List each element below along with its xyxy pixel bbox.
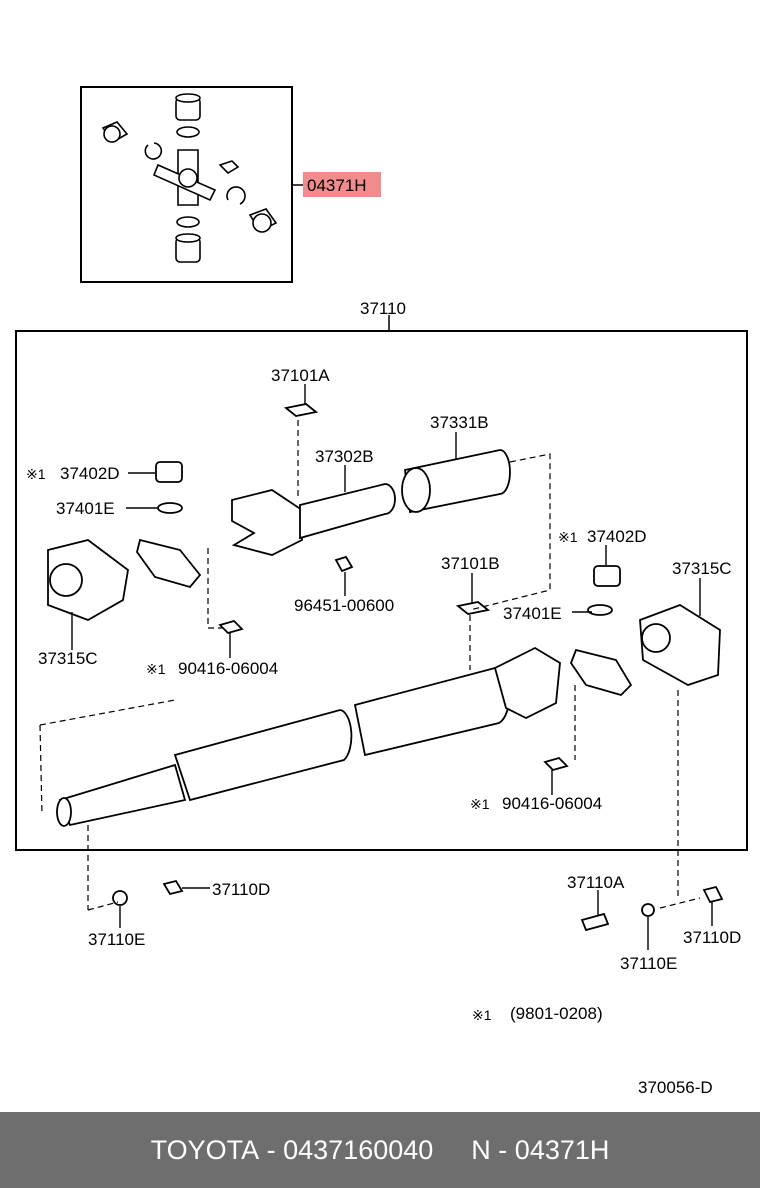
callout-highlight <box>303 172 381 197</box>
footer-bar: TOYOTA - 0437160040 N - 04371H <box>0 1112 760 1188</box>
callout-label[interactable]: 04371H <box>307 176 367 195</box>
footer-part-number: 0437160040 <box>283 1134 434 1165</box>
label-sleeve-yoke: 37331B <box>430 413 489 432</box>
footer-n-prefix: N <box>471 1134 491 1165</box>
label-bolt-left: 90416-06004 <box>178 659 278 678</box>
label-washer-right: 37110E <box>620 954 677 973</box>
label-flange-left: 37315C <box>38 649 98 668</box>
label-flange-right: 37315C <box>672 559 732 578</box>
marker-right-cup: ※1 <box>558 529 578 545</box>
marker-left-cup: ※1 <box>26 466 46 482</box>
marker-right-bolt: ※1 <box>470 796 490 812</box>
label-snap-ring-left: 37401E <box>56 499 115 518</box>
label-nut-right: 37110D <box>683 928 741 947</box>
footer-separator-2: - <box>490 1134 515 1165</box>
marker-note: ※1 <box>472 1007 492 1023</box>
label-bearing-cup-right: 37402D <box>587 527 647 546</box>
assembly-box <box>15 330 748 851</box>
label-nut-mid: 37110D <box>212 880 270 899</box>
label-snap-ring-right: 37401E <box>503 604 562 623</box>
label-bolt-right: 90416-06004 <box>502 794 602 813</box>
footer-n-code: 04371H <box>514 1134 610 1165</box>
footer-brand: TOYOTA <box>150 1134 260 1165</box>
label-yoke-tube-front: 37302B <box>315 447 374 466</box>
marker-left-bolt: ※1 <box>146 661 166 677</box>
propeller-shaft-illustration <box>47 403 724 932</box>
label-note-date: (9801-0208) <box>510 1004 603 1023</box>
label-bearing-clip-top: 37101A <box>271 366 330 385</box>
label-assembly: 37110 <box>360 299 406 318</box>
label-bolt-bottom: 37110A <box>567 873 625 892</box>
label-grease-fitting: 96451-00600 <box>294 596 394 615</box>
spider-kit-illustration <box>101 93 278 263</box>
parts-diagram: 04371H 37110 37101A 37302B 37331B ※1 374… <box>15 86 748 1097</box>
label-washer-left: 37110E <box>88 930 145 949</box>
label-bearing-clip-mid: 37101B <box>441 554 500 573</box>
footer-separator: - <box>259 1134 284 1165</box>
label-figure-code: 370056-D <box>638 1078 713 1097</box>
label-bearing-cup-left: 37402D <box>60 464 120 483</box>
